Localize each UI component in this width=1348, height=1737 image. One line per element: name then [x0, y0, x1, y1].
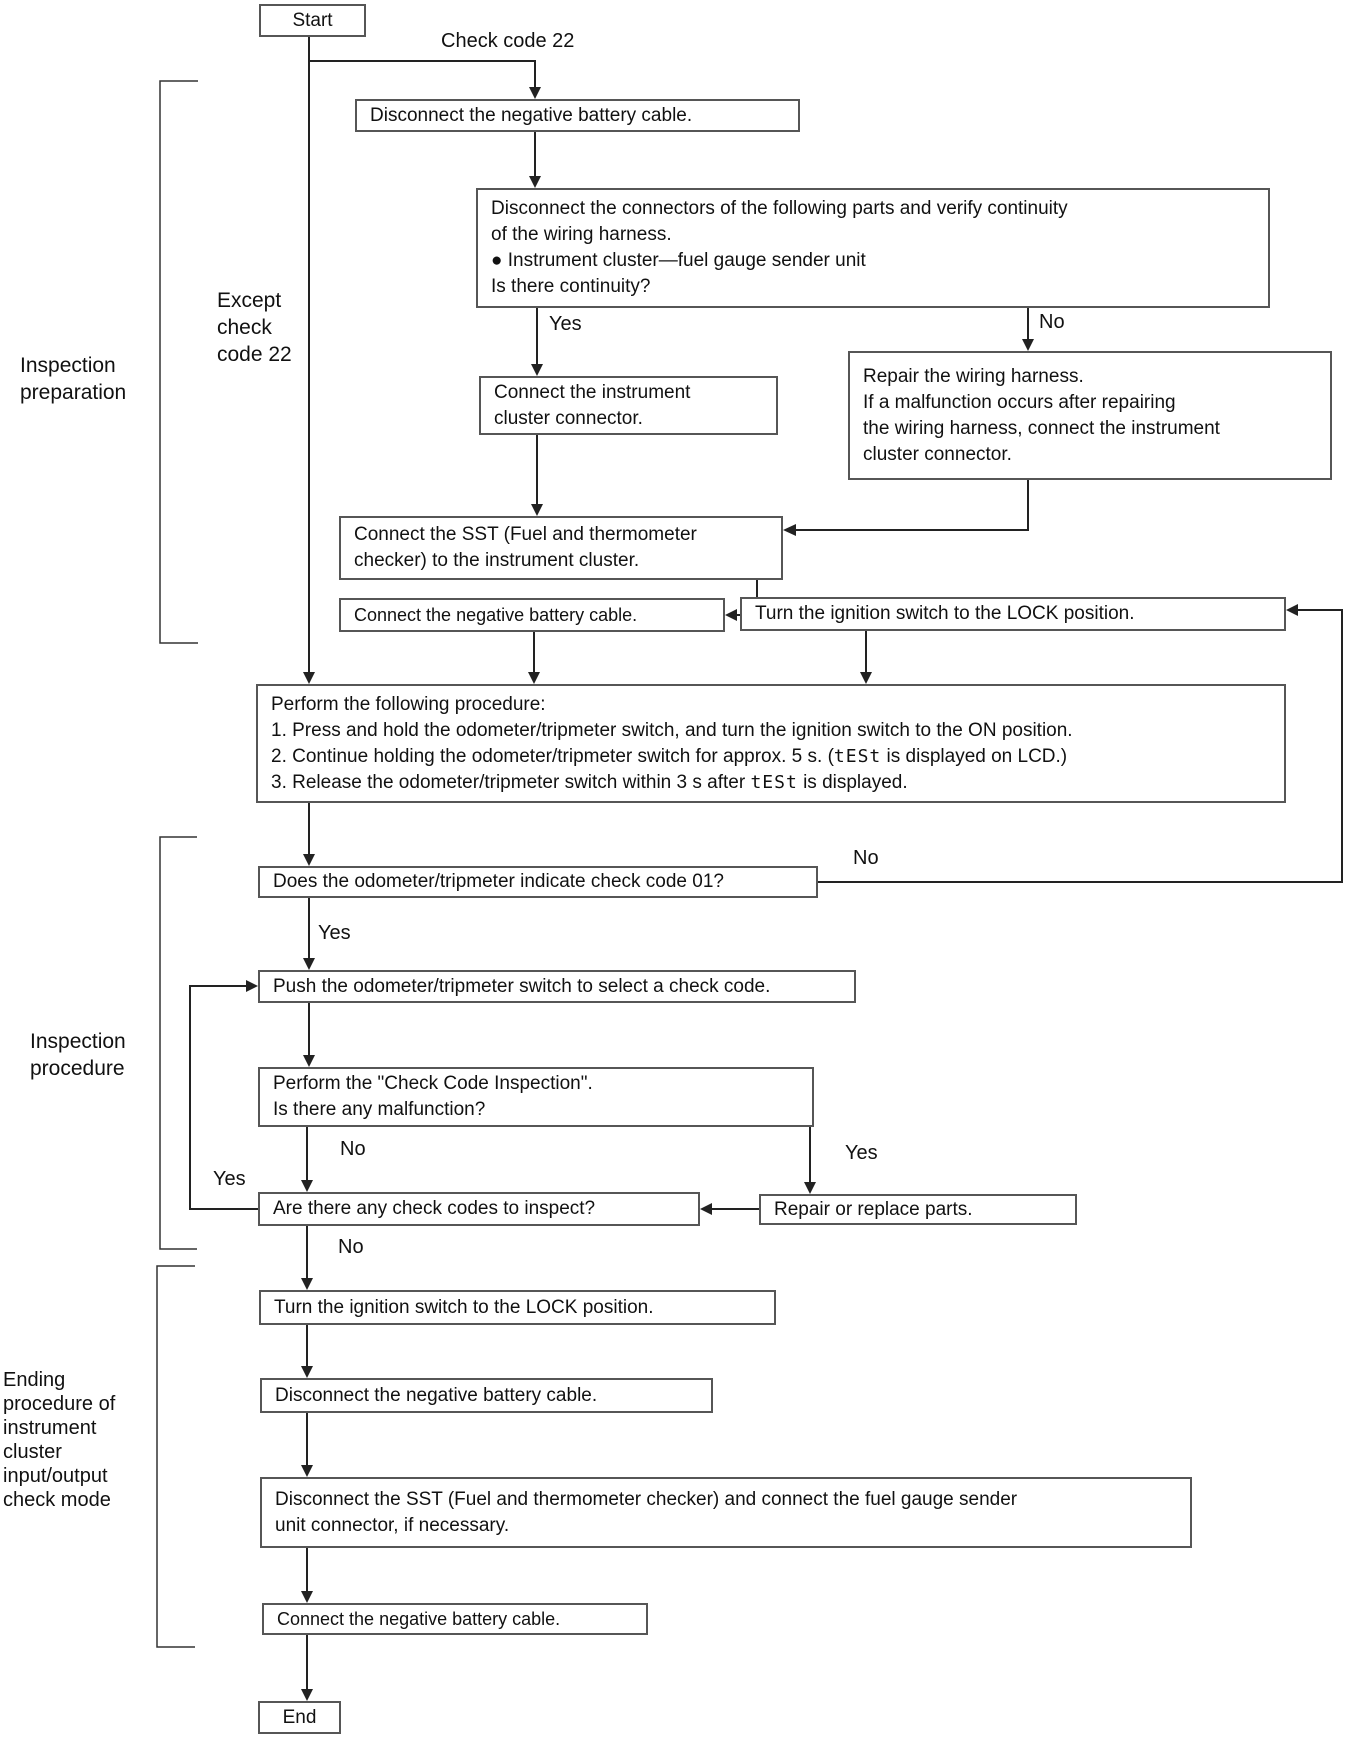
node-continuity-check: Disconnect the connectors of the followi… [476, 188, 1270, 308]
node-start: Start [259, 4, 366, 37]
node-push-switch: Push the odometer/tripmeter switch to se… [258, 970, 856, 1003]
label-yes-continuity: Yes [549, 313, 582, 335]
edges [189, 36, 1343, 1690]
node-end-label: End [282, 1706, 317, 1728]
label-yes-malfunction: Yes [845, 1142, 878, 1164]
section-label-except-check-code-22: Except check code 22 [217, 289, 292, 366]
label-yes-loopback: Yes [213, 1168, 246, 1190]
node-repair-replace: Repair or replace parts. [759, 1194, 1077, 1225]
node-codes-to-inspect: Are there any check codes to inspect? [258, 1192, 700, 1226]
bracket-ending-procedure [156, 1265, 195, 1648]
node-end: End [258, 1701, 341, 1734]
node-perform-procedure: Perform the following procedure: 1. Pres… [256, 684, 1286, 803]
node-lock-2: Turn the ignition switch to the LOCK pos… [259, 1290, 776, 1325]
node-code01-question: Does the odometer/tripmeter indicate che… [258, 866, 818, 898]
label-check-code-22: Check code 22 [441, 30, 575, 52]
node-connect-battery-2: Connect the negative battery cable. [262, 1603, 648, 1635]
label-no-codes: No [338, 1236, 364, 1258]
label-no-code01: No [853, 847, 879, 869]
bracket-inspection-preparation [159, 80, 198, 644]
lcd-test-display: tESt [750, 771, 798, 793]
node-repair-harness: Repair the wiring harness. If a malfunct… [848, 351, 1332, 480]
node-connect-battery-1: Connect the negative battery cable. [339, 598, 725, 632]
section-label-inspection-preparation: Inspection preparation [20, 354, 127, 404]
node-connect-sst: Connect the SST (Fuel and thermometer ch… [339, 516, 783, 580]
section-label-ending-procedure: Ending procedure of instrument cluster i… [3, 1369, 116, 1511]
label-yes-code01: Yes [318, 922, 351, 944]
lcd-test-display: tESt [833, 745, 882, 767]
label-no-malfunction: No [340, 1138, 366, 1160]
node-disconnect-sst: Disconnect the SST (Fuel and thermometer… [260, 1477, 1192, 1548]
node-start-label: Start [292, 9, 333, 31]
node-check-code-inspection: Perform the "Check Code Inspection". Is … [258, 1067, 814, 1127]
node-disconnect-battery-2: Disconnect the negative battery cable. [260, 1378, 713, 1413]
section-brackets [156, 80, 198, 1648]
section-label-inspection-procedure: Inspection procedure [30, 1030, 126, 1080]
bracket-inspection-procedure [159, 836, 197, 1250]
node-disconnect-battery-1: Disconnect the negative battery cable. [355, 99, 800, 132]
arrowheads [246, 87, 1298, 1701]
node-connect-cluster: Connect the instrument cluster connector… [479, 376, 778, 435]
node-lock-1: Turn the ignition switch to the LOCK pos… [740, 597, 1286, 631]
label-no-continuity: No [1039, 311, 1065, 333]
